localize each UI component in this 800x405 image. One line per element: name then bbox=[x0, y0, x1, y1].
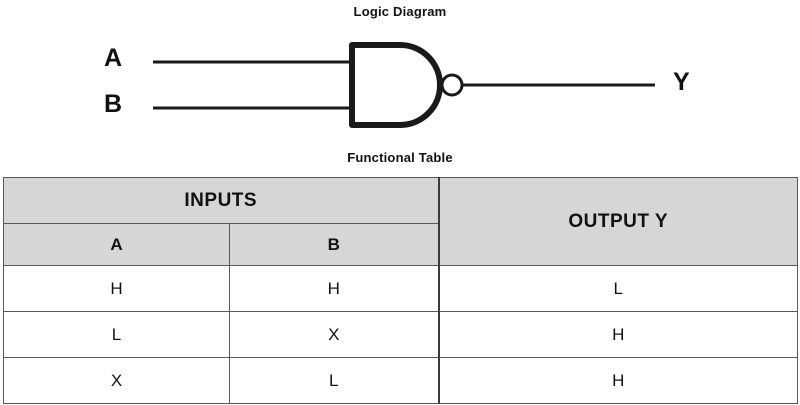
table-row: H H L bbox=[3, 265, 798, 312]
cell-b: X bbox=[229, 311, 439, 358]
and-gate-body bbox=[349, 42, 443, 128]
cell-y: H bbox=[437, 311, 798, 358]
nand-gate-drawing bbox=[153, 42, 655, 128]
functional-table-title: Functional Table bbox=[347, 150, 453, 165]
input-label-a: A bbox=[104, 44, 123, 72]
table-header: INPUTS OUTPUT Y A B bbox=[3, 177, 798, 266]
table-row: X L H bbox=[3, 357, 798, 404]
cell-a: L bbox=[3, 311, 230, 358]
cell-b: H bbox=[229, 265, 439, 312]
table-body: H H L L X H X L H bbox=[3, 265, 798, 404]
table-row: L X H bbox=[3, 311, 798, 358]
inversion-bubble-icon bbox=[440, 73, 464, 97]
header-inputs-group: INPUTS bbox=[3, 177, 439, 224]
functional-table: INPUTS OUTPUT Y A B H H L L X H X L H bbox=[3, 177, 798, 404]
cell-y: L bbox=[437, 265, 798, 312]
logic-diagram: A B Y bbox=[0, 26, 800, 148]
header-output-y: OUTPUT Y bbox=[437, 177, 798, 266]
output-label-y: Y bbox=[673, 68, 690, 96]
cell-a: H bbox=[3, 265, 230, 312]
cell-y: H bbox=[437, 357, 798, 404]
cell-a: X bbox=[3, 357, 230, 404]
cell-b: L bbox=[229, 357, 439, 404]
table-header-row-group: INPUTS OUTPUT Y bbox=[3, 177, 798, 266]
logic-diagram-title: Logic Diagram bbox=[353, 4, 447, 19]
header-column-a: A bbox=[3, 223, 230, 266]
header-column-b: B bbox=[229, 223, 439, 266]
input-label-b: B bbox=[104, 90, 123, 118]
